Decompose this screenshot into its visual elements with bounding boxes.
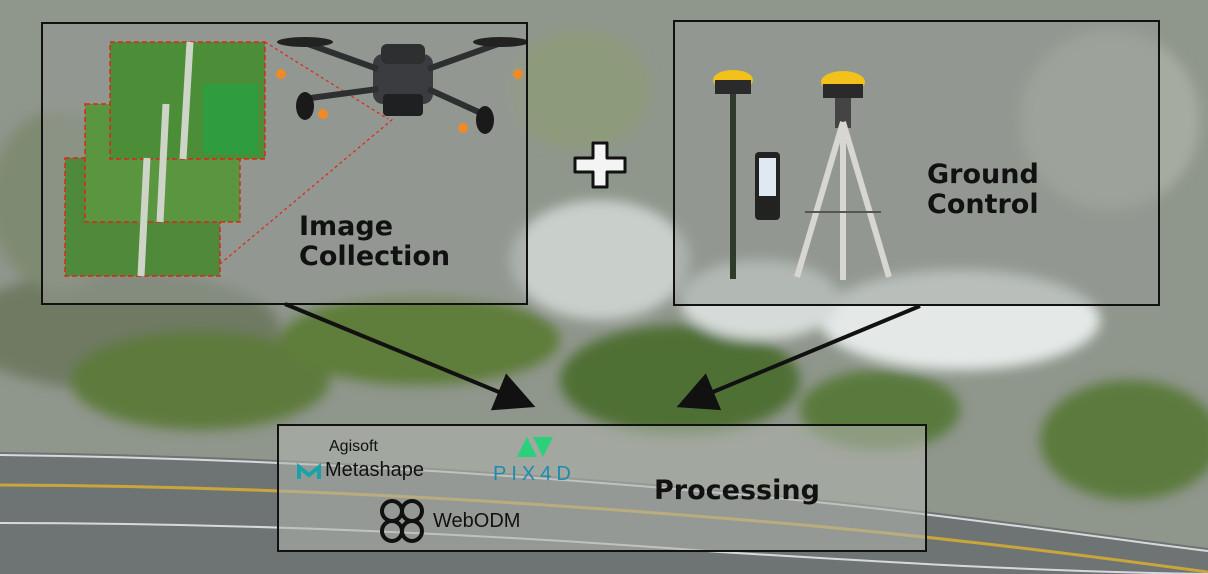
pix4d-logo-icon [517, 437, 553, 457]
metashape-name: Metashape [325, 459, 424, 481]
metashape-logo-icon [297, 463, 321, 479]
processing-label: Processing [654, 475, 820, 506]
pix4d-name: PIX4D [493, 463, 576, 485]
plus-icon [573, 141, 627, 189]
ground-control-label: Ground Control [927, 159, 1039, 221]
webodm-logo-icon [380, 499, 424, 543]
ground-control-illustration [713, 70, 892, 280]
aerial-photo-frames [64, 41, 394, 277]
gnss-receiver-icon [713, 70, 892, 280]
metashape-vendor: Agisoft [329, 438, 378, 455]
drone-icon [276, 37, 526, 134]
ground-control-panel: Ground Control [673, 20, 1160, 306]
image-collection-label: Image Collection [299, 211, 451, 273]
image-collection-panel: Image Collection [41, 22, 528, 305]
arrow-control-to-processing [676, 304, 921, 411]
processing-panel: Agisoft Metashape PIX4D WebODM Processin… [277, 424, 927, 552]
webodm-name: WebODM [433, 510, 521, 532]
arrow-image-to-processing [284, 302, 536, 411]
image-collection-illustration [64, 37, 526, 277]
